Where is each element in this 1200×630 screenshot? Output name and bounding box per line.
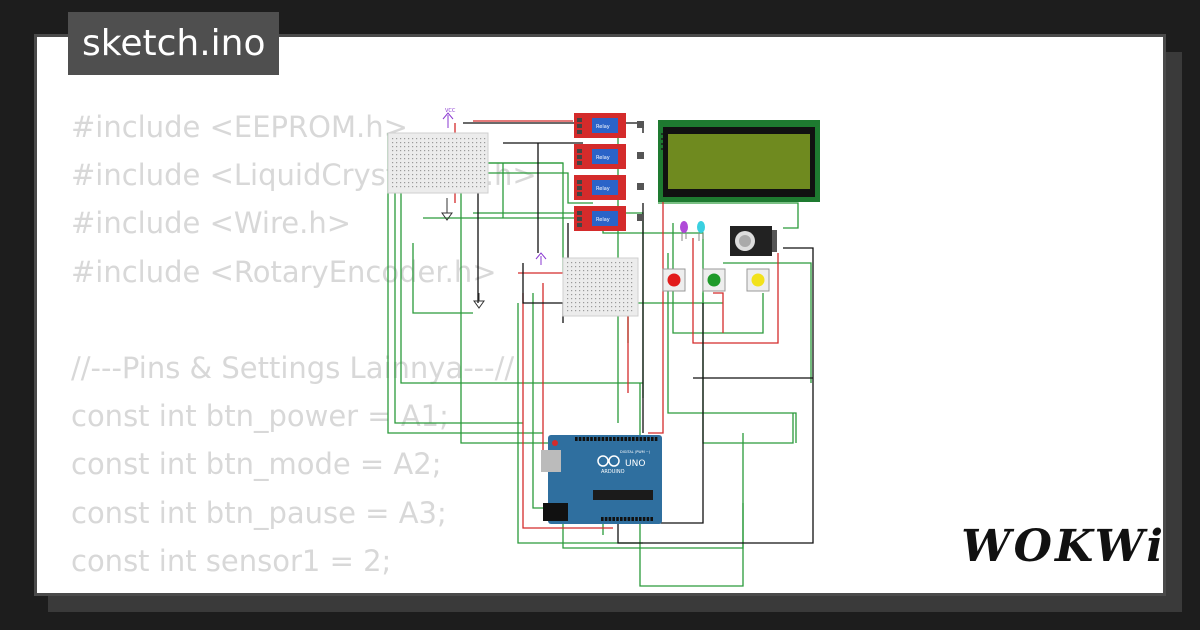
code-line: //---Pins & Settings Lainnya---// [71, 350, 515, 385]
lcd-display [658, 120, 820, 202]
vcc-symbol [535, 252, 547, 265]
arduino-brand-label: ARDUINO [601, 469, 625, 475]
pushbutton-yellow [746, 268, 770, 292]
wokwi-logo: WOKWi [961, 521, 1166, 572]
relay-label: Relay [596, 124, 610, 130]
relay-label: Relay [596, 155, 610, 161]
relay-module: Relay [574, 206, 644, 231]
code-line: #include <Wire.h> [71, 206, 352, 241]
led-purple [680, 221, 688, 241]
breadboard-top [387, 132, 489, 194]
code-line: const int sensor2 = 3; [71, 585, 537, 593]
vcc-label: VCC [445, 108, 456, 114]
code-preview: #include <EEPROM.h> #include <LiquidCrys… [71, 103, 537, 593]
relay-module: Relay [574, 175, 644, 200]
code-line: const int sensor1 = 2; [71, 543, 392, 578]
relay-label: Relay [596, 186, 610, 192]
relay-label: Relay [596, 217, 610, 223]
code-line: const int btn_pause = A3; [71, 495, 447, 530]
file-title-tab: sketch.ino [68, 12, 280, 75]
breadboard-bottom [562, 257, 639, 317]
relay-module: Relay [574, 113, 644, 138]
relay-module: Relay [574, 144, 644, 169]
arduino-uno-board: UNO ARDUINO DIGITAL (PWM ~) [541, 435, 662, 524]
ground-symbol [441, 198, 485, 309]
code-line: const int btn_power = A1; [71, 399, 449, 434]
code-line: #include <RotaryEncoder.h> [71, 254, 497, 289]
code-line: #include <EEPROM.h> [71, 110, 408, 144]
code-line: const int btn_mode = A2; [71, 447, 442, 482]
preview-card: #include <EEPROM.h> #include <LiquidCrys… [34, 34, 1166, 596]
uno-label: UNO [625, 459, 645, 469]
led-cyan [697, 221, 705, 241]
vcc-symbol: VCC [442, 108, 456, 128]
pushbutton-green [702, 268, 726, 292]
pushbutton-red [662, 268, 686, 292]
rotary-encoder [730, 226, 777, 256]
digital-pins-label: DIGITAL (PWM ~) [620, 450, 651, 454]
